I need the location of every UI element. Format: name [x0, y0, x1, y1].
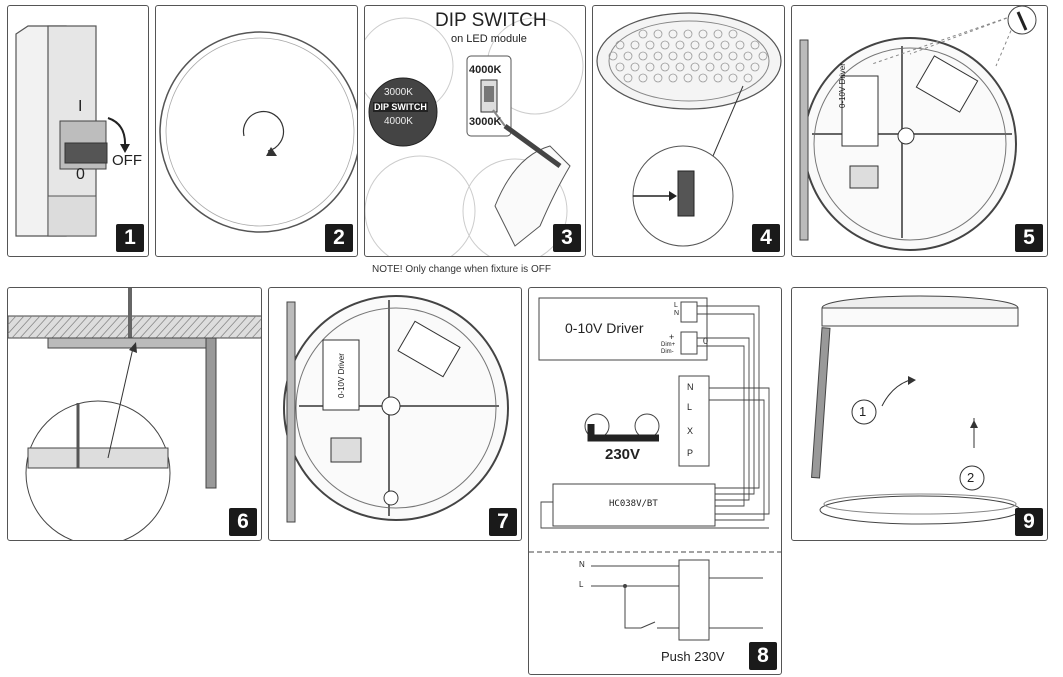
- wiring-diagram: [529, 297, 781, 641]
- led-module-illustration: [596, 12, 782, 247]
- dip-switch-title: DIP SWITCH: [435, 10, 547, 31]
- terminal-n: N: [687, 382, 694, 392]
- terminal-x: X: [687, 426, 694, 436]
- wire-l-label: L: [579, 580, 584, 589]
- step-5-panel: 0-10V Driver 5: [791, 5, 1048, 257]
- step-number-4: 4: [752, 224, 780, 252]
- step-circle-1: 1: [859, 404, 867, 419]
- step-7-panel: 0-10V Driver 7: [268, 287, 522, 541]
- dip-switch-illustration: [365, 17, 584, 256]
- driver-label-rotated-7: 0-10V Driver: [337, 353, 346, 398]
- step-1-panel: I 0 OFF 1: [7, 5, 149, 257]
- driver-zero-label: 0: [703, 336, 709, 346]
- switch-4000k-label: 4000K: [469, 64, 502, 76]
- step-number-8: 8: [749, 642, 777, 670]
- badge-3000k: 3000K: [384, 87, 413, 98]
- reattach-cover-illustration: [811, 295, 1021, 525]
- step-number-1: 1: [116, 224, 144, 252]
- step-number-5: 5: [1015, 224, 1043, 252]
- wire-n-label: N: [579, 560, 585, 569]
- dim-plus-label: Dim+: [661, 342, 676, 348]
- note-text: NOTE! Only change when fixture is OFF: [372, 264, 551, 275]
- badge-dip-switch: DIP SWITCH: [373, 102, 428, 112]
- off-text: OFF: [112, 152, 142, 169]
- terminal-p: P: [687, 448, 694, 458]
- step-2-panel: 2: [155, 5, 358, 257]
- mounting-plate-illustration: [799, 6, 1037, 251]
- rotate-cover-illustration: [159, 31, 357, 233]
- step-number-7: 7: [489, 508, 517, 536]
- step-3-panel: DIP SWITCH on LED module 3000K DIP SWITC…: [364, 5, 586, 257]
- terminal-l: L: [687, 402, 693, 412]
- driver-label-rotated: 0-10V Driver: [838, 63, 847, 108]
- driver-pin-l: L: [674, 302, 678, 309]
- step-circle-2: 2: [967, 470, 975, 485]
- driver-plus-sign: +: [669, 332, 675, 342]
- push-label: Push 230V: [661, 649, 725, 664]
- step-4-panel: 4: [592, 5, 785, 257]
- dim-minus-label: Dim-: [661, 349, 674, 355]
- step-9-panel: 1 2 9: [791, 287, 1048, 541]
- open-fixture-illustration: [283, 295, 509, 523]
- switch-3000k-label: 3000K: [469, 116, 502, 128]
- module-label: HC038V/BT: [609, 499, 658, 509]
- badge-4000k: 4000K: [384, 116, 413, 127]
- breaker-off-position-label: 0: [76, 166, 85, 183]
- driver-pin-n: N: [674, 310, 680, 317]
- voltage-label: 230V: [605, 446, 641, 463]
- breaker-on-label: I: [78, 98, 83, 115]
- step-number-2: 2: [325, 224, 353, 252]
- dip-switch-subtitle: on LED module: [451, 33, 527, 45]
- driver-box-label: 0-10V Driver: [565, 320, 644, 336]
- step-6-panel: 6: [7, 287, 262, 541]
- step-number-9: 9: [1015, 508, 1043, 536]
- step-number-3: 3: [553, 224, 581, 252]
- circuit-breaker-illustration: [15, 25, 130, 237]
- ceiling-mount-illustration: [8, 288, 261, 540]
- step-8-panel: 0-10V Driver L N + 0 Dim+ Dim- 230V HC03…: [528, 287, 782, 675]
- step-number-6: 6: [229, 508, 257, 536]
